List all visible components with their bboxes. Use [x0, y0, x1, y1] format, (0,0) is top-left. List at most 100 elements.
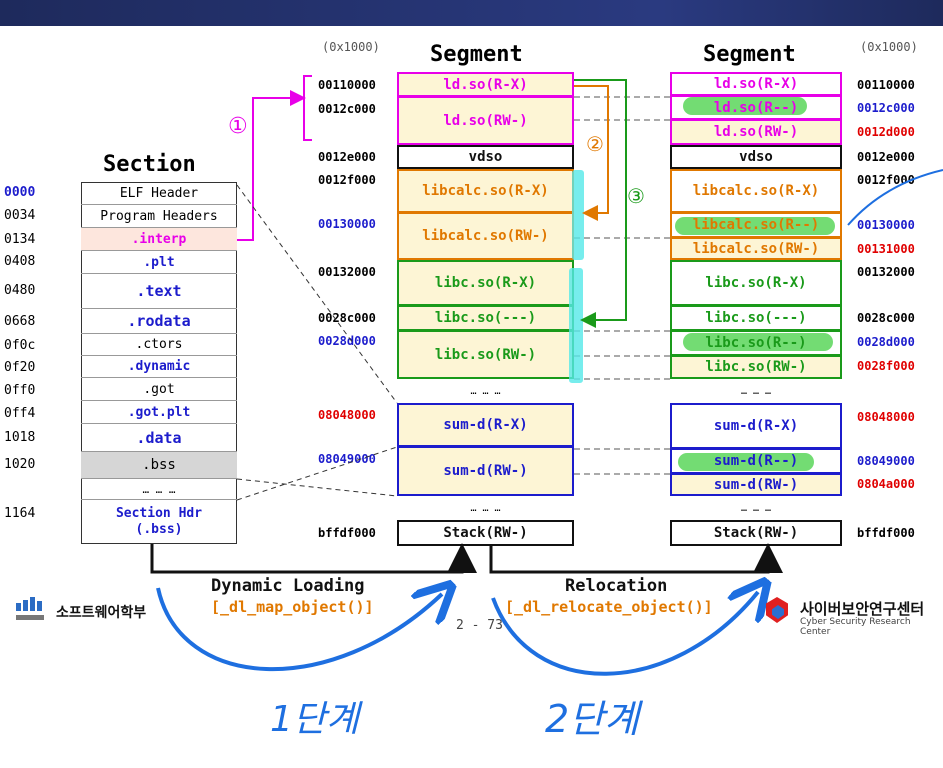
section-row: .ctors [81, 334, 237, 356]
segment-header-right: Segment [703, 42, 796, 67]
section-offset: 0f20 [4, 360, 36, 375]
section-row: … … … [81, 479, 237, 500]
hand-step-1-label: 1단계 [270, 699, 360, 740]
right-segment-libc-rx: libc.so(R-X) [670, 260, 842, 306]
left-segment-ellipsis: … … … [470, 385, 501, 397]
left-address: 0028c000 [318, 311, 376, 325]
right-address: 0012d000 [857, 125, 915, 139]
section-row-interp: .interp [81, 228, 237, 251]
highlight-mark [675, 217, 835, 235]
left-segment-ld-rw: ld.so(RW-) [397, 97, 574, 145]
section-offset: 0000 [4, 185, 36, 200]
section-offset: 0668 [4, 314, 36, 329]
left-address: 00110000 [318, 78, 376, 92]
right-address: 0012f000 [857, 173, 915, 187]
highlight-mark [683, 333, 833, 351]
section-row: .dynamic [81, 356, 237, 378]
section-offset: 0134 [4, 232, 36, 247]
right-segment-libcalc-r: libcalc.so(R--) [670, 213, 842, 238]
left-address: 00132000 [318, 265, 376, 279]
left-segment-libc-rx: libc.so(R-X) [397, 260, 574, 306]
left-segment-sum-rw: sum-d(RW-) [397, 447, 574, 496]
hand-step-2-label: 2단계 [545, 697, 640, 741]
right-address: 00131000 [857, 242, 915, 256]
left-segment-libcalc-rw: libcalc.so(RW-) [397, 213, 574, 260]
section-offset: 0408 [4, 254, 36, 269]
right-address: 0012c000 [857, 101, 915, 115]
right-address: 0028c000 [857, 311, 915, 325]
map-line [236, 478, 398, 497]
right-address: 00110000 [857, 78, 915, 92]
section-offset: 0034 [4, 208, 36, 223]
section-row: Section Hdr (.bss) [115, 505, 203, 537]
left-address: 0012f000 [318, 173, 376, 187]
step-marker-1: ① [228, 114, 248, 139]
left-segment-libcalc-rx: libcalc.so(R-X) [397, 169, 574, 213]
right-segment-libc-none: libc.so(---) [670, 306, 842, 331]
section-offset: 0ff4 [4, 406, 36, 421]
dl-relocate-object-label: [_dl_relocate_object()] [505, 598, 713, 616]
right-segment-sum-r: sum-d(R--) [670, 449, 842, 474]
right-segment-ld-r: ld.so(R--) [670, 96, 842, 120]
left-segment-stack: Stack(RW-) [397, 520, 574, 546]
section-header: Section [103, 152, 196, 177]
right-segment-libcalc-rx: libcalc.so(R-X) [670, 169, 842, 213]
left-segment-sum-rx: sum-d(R-X) [397, 403, 574, 447]
right-segment-libc-rw: libc.so(RW-) [670, 356, 842, 379]
relocation-line [489, 543, 783, 574]
section-offset: 1018 [4, 430, 36, 445]
section-offset: 1164 [4, 506, 36, 521]
dynamic-loading-line [150, 543, 477, 574]
left-segment-ellipsis: … … … [470, 502, 501, 514]
left-address: 08048000 [318, 408, 376, 422]
left-address: 0012e000 [318, 150, 376, 164]
section-row: .text [81, 274, 237, 309]
left-address: 0028d000 [318, 334, 376, 348]
logo-right-text: 사이버보안연구센터 [800, 600, 925, 618]
right-segment-sum-rw: sum-d(RW-) [670, 474, 842, 496]
section-row: .got [81, 378, 237, 401]
left-address: 00130000 [318, 217, 376, 231]
left-segment-libc-none: libc.so(---) [397, 306, 574, 331]
right-segment-ld-rw: ld.so(RW-) [670, 120, 842, 145]
left-address: 0012c000 [318, 102, 376, 116]
right-address: 0028f000 [857, 359, 915, 373]
logo-right-subtext: Cyber Security Research Center [800, 617, 911, 637]
page-number: 2 - 73 [456, 618, 503, 633]
highlight-mark [683, 97, 807, 115]
ld-bracket [303, 75, 312, 141]
right-address: 00130000 [857, 218, 915, 232]
highlight-mark [678, 453, 814, 471]
right-segment-ellipsis: … … … [740, 385, 772, 397]
step-marker-2: ② [586, 132, 604, 156]
left-segment-vdso: vdso [397, 145, 574, 169]
base-address-right: (0x1000) [860, 40, 918, 54]
reloc-arrow-3 [574, 79, 627, 328]
right-address: bffdf000 [857, 526, 915, 540]
research-center-logo-icon [762, 597, 794, 627]
section-row: .plt [81, 251, 237, 274]
right-address: 08049000 [857, 454, 915, 468]
section-offset: 0ff0 [4, 383, 36, 398]
right-segment-libcalc-rw: libcalc.so(RW-) [670, 238, 842, 260]
logo-left-text: 소프트웨어학부 [56, 605, 147, 621]
base-address-left: (0x1000) [322, 40, 380, 54]
dl-map-object-label: [_dl_map_object()] [211, 598, 374, 616]
right-address: 0012e000 [857, 150, 915, 164]
left-segment-libc-rw: libc.so(RW-) [397, 331, 574, 379]
right-segment-vdso: vdso [670, 145, 842, 169]
section-offset: 0f0c [4, 338, 36, 353]
relocation-label: Relocation [565, 576, 668, 596]
university-logo-icon [16, 597, 52, 623]
right-address: 0804a000 [857, 477, 915, 491]
title-bar [0, 0, 943, 26]
right-segment-libc-r: libc.so(R--) [670, 331, 842, 356]
section-row: .got.plt [81, 401, 237, 424]
section-row: .data [81, 424, 237, 452]
left-address: 08049000 [318, 452, 376, 466]
right-address: 00132000 [857, 265, 915, 279]
right-segment-ellipsis: … … … [740, 502, 772, 514]
right-segment-ld-rx: ld.so(R-X) [670, 72, 842, 96]
left-segment-ld-rx: ld.so(R-X) [397, 72, 574, 97]
right-segment-sum-rx: sum-d(R-X) [670, 403, 842, 449]
